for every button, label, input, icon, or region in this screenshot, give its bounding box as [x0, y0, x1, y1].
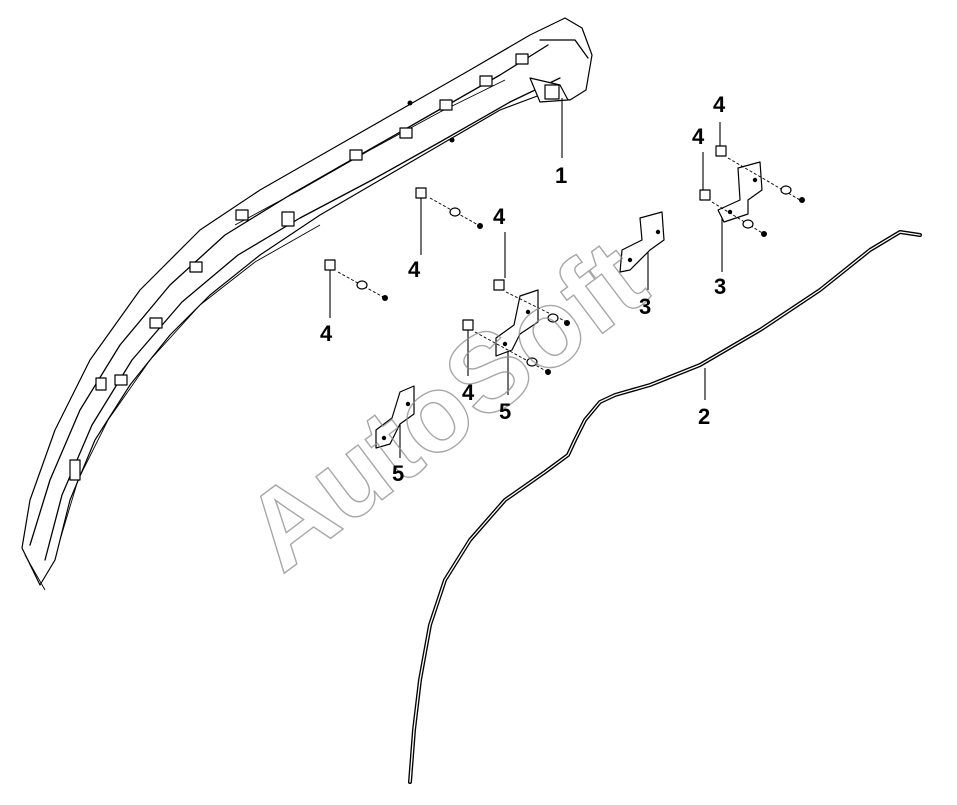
callout-part-2: 2: [698, 404, 710, 429]
callout-part-3: 3: [714, 274, 726, 299]
callout-part-5: 5: [392, 461, 404, 486]
leader-lines: [329, 98, 723, 458]
callout-part-4: 4: [692, 124, 705, 149]
callout-part-4: 4: [320, 321, 333, 346]
callout-part-4: 4: [462, 380, 475, 405]
callout-part-5: 5: [499, 399, 511, 424]
callout-part-3: 3: [639, 294, 651, 319]
molding-strip: [408, 230, 922, 784]
bracket-5-lower: [375, 385, 415, 449]
watermark: AutoSoft: [222, 217, 667, 595]
bracket-3-upper: [717, 161, 763, 223]
fastener-set-3: [493, 279, 570, 326]
callout-part-4: 4: [713, 92, 726, 117]
fastener-set-1: [415, 187, 483, 229]
fastener-set-4: [462, 319, 551, 375]
fastener-set-5: [715, 145, 805, 203]
callout-part-4: 4: [493, 204, 506, 229]
callout-part-4: 4: [408, 257, 421, 282]
bracket-3-lower: [619, 211, 665, 273]
fastener-set-6: [699, 189, 767, 237]
bumper-fascia: [21, 17, 593, 591]
fastener-set-2: [324, 259, 388, 301]
bracket-5-center: [495, 289, 539, 357]
callout-part-1: 1: [555, 163, 567, 188]
